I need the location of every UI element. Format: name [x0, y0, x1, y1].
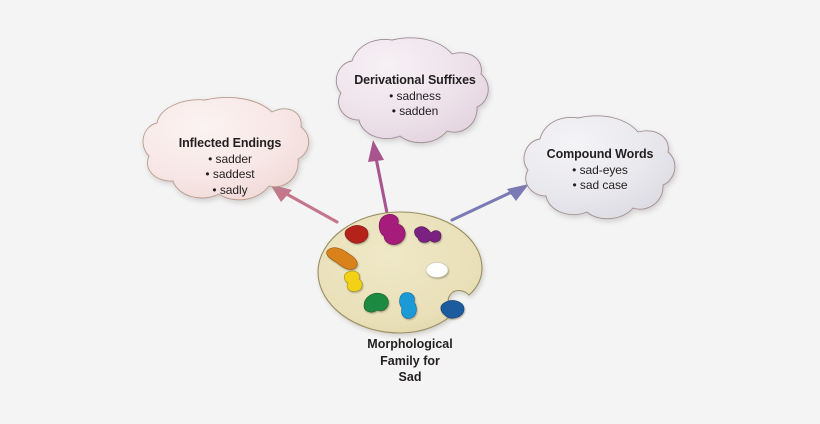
bullet-icon: • [391, 104, 396, 119]
node-item: • sadness [300, 89, 530, 105]
bullet-icon: • [572, 162, 577, 177]
palette-caption-line: Sad [398, 370, 422, 385]
orange-paint-blob [326, 247, 358, 270]
magenta-paint-blob [378, 214, 406, 245]
arrow-to-inflected [270, 184, 339, 224]
arrow-to-derivational [368, 140, 390, 220]
yellow-paint-blob [343, 270, 363, 292]
node-title: Compound Words [546, 147, 654, 161]
dark-blue-paint-blob [440, 300, 465, 319]
node-inflected-endings[interactable] [142, 97, 309, 201]
node-item-label: saddest [212, 167, 255, 182]
node-item-label: sadly [219, 183, 248, 198]
node-compound-words-text: Compound Words • sad-eyes • sad case [490, 146, 710, 194]
node-inflected-endings-text: Inflected Endings • sadder • saddest • s… [120, 135, 340, 199]
node-title: Inflected Endings [178, 136, 282, 150]
node-item-label: sadder [215, 151, 252, 166]
palette-caption-line: Family for [380, 353, 440, 368]
white-paint-blob [425, 262, 449, 278]
cyan-paint-blob [399, 292, 417, 319]
palette-caption-line: Morphological [367, 337, 453, 351]
node-derivational-suffixes[interactable] [335, 37, 489, 143]
node-item-label: sad case [579, 178, 628, 193]
bullet-icon: • [572, 178, 577, 193]
bullet-icon: • [212, 183, 217, 198]
palette-caption: Morphological Family for Sad [325, 336, 495, 386]
red-paint-blob [344, 225, 369, 244]
node-title: Derivational Suffixes [354, 73, 476, 87]
node-item-label: sad-eyes [579, 162, 628, 177]
node-item-label: sadden [399, 104, 439, 119]
palette-paint-blobs [326, 214, 465, 319]
node-item: • sadden [300, 104, 530, 120]
node-derivational-suffixes-text: Derivational Suffixes • sadness • sadden [300, 72, 530, 120]
purple-paint-blob [414, 226, 442, 243]
node-item: • sadder [120, 152, 340, 168]
bullet-icon: • [389, 88, 394, 103]
node-item: • sad-eyes [490, 163, 710, 179]
node-item-label: sadness [396, 88, 441, 103]
node-item: • sadly [120, 183, 340, 199]
node-compound-words[interactable] [523, 115, 676, 220]
green-paint-blob [363, 292, 389, 313]
arrow-to-compound [450, 184, 529, 222]
node-item: • saddest [120, 167, 340, 183]
bullet-icon: • [208, 151, 213, 166]
node-item: • sad case [490, 178, 710, 194]
bullet-icon: • [205, 167, 210, 182]
